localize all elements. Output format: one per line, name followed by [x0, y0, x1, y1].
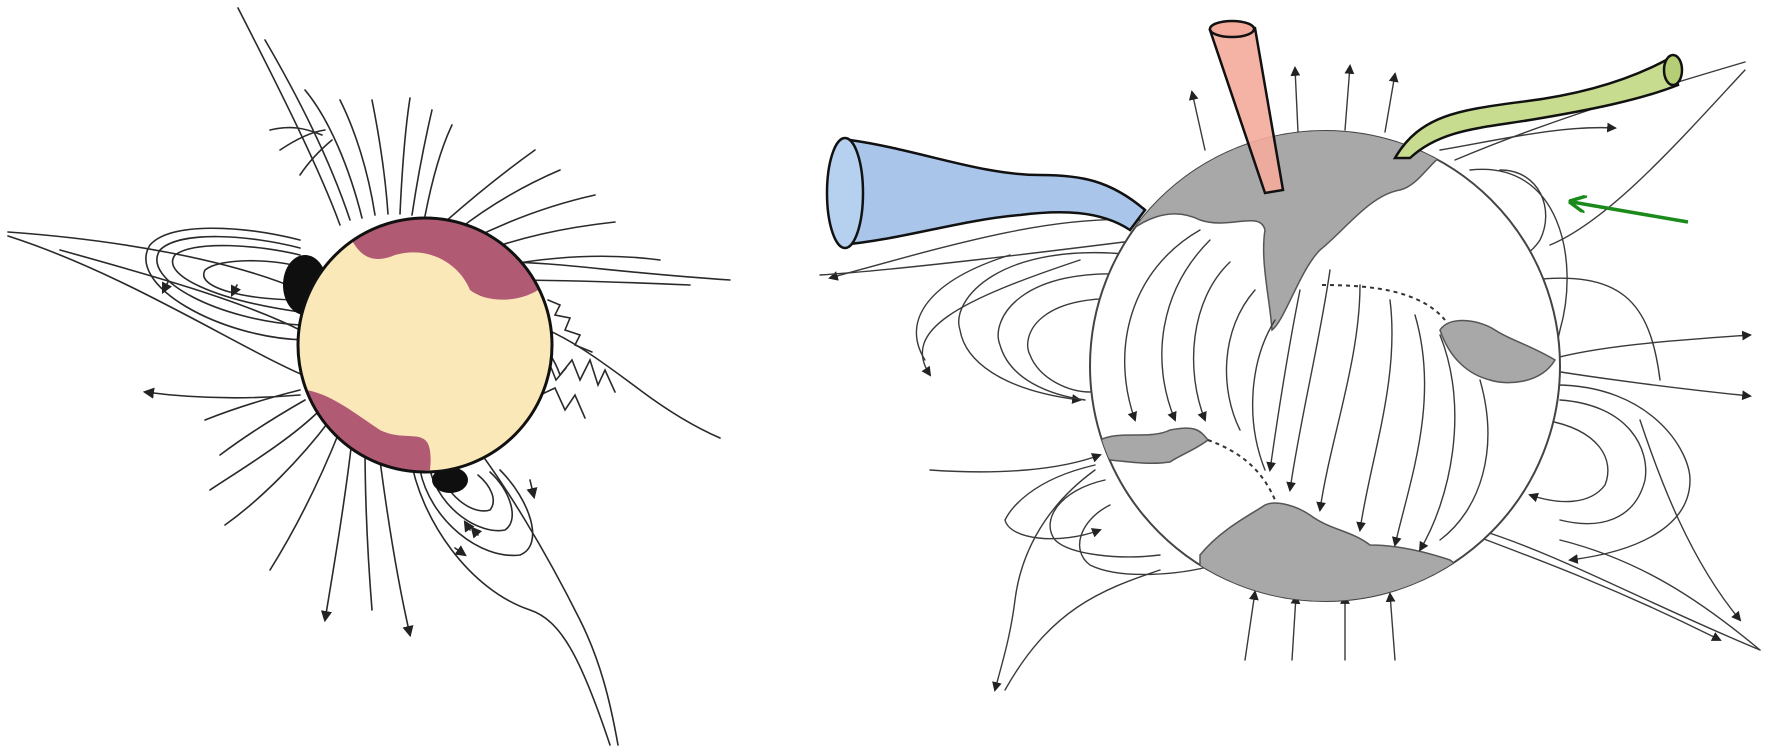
sun-disk	[290, 190, 560, 480]
blue-tube	[827, 138, 1145, 248]
right-sphere-diagram	[820, 21, 1760, 690]
green-tube	[1395, 55, 1682, 158]
green-arrow	[1572, 202, 1688, 222]
sphere	[1090, 100, 1560, 620]
left-sun-diagram	[8, 8, 730, 745]
